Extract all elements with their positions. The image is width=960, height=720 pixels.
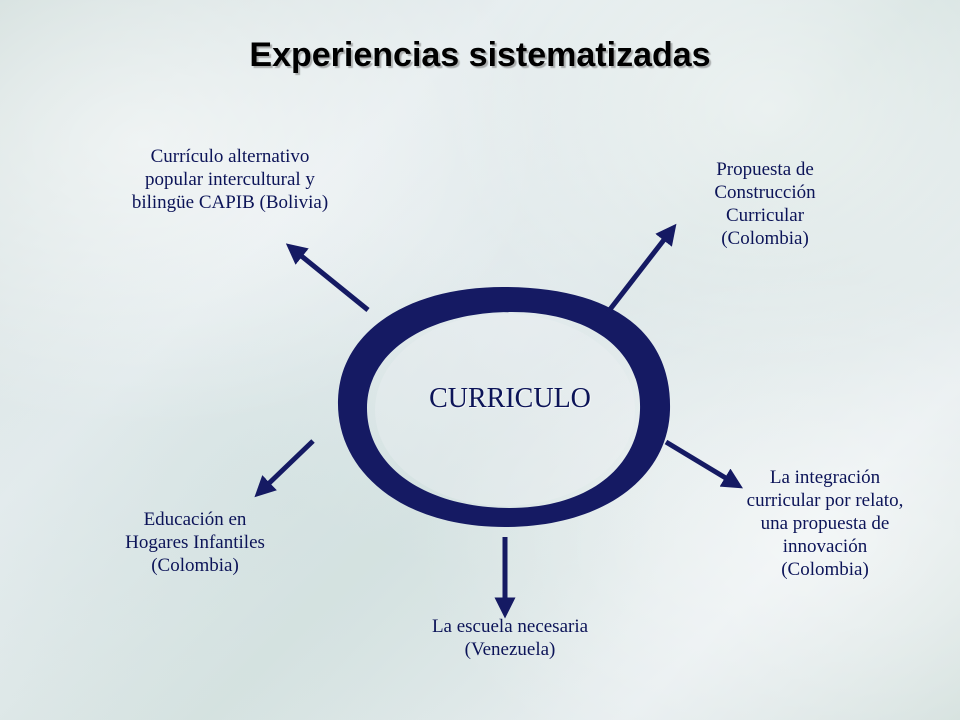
arrow-top-left — [285, 243, 370, 312]
node-top-left: Currículo alternativo popular intercultu… — [95, 145, 365, 214]
node-top-left-line: bilingüe CAPIB (Bolivia) — [131, 192, 329, 213]
node-top-right-line: Curricular — [725, 205, 805, 226]
node-bottom-left-line: Educación en — [143, 509, 247, 530]
arrow-bottom-left — [254, 439, 315, 498]
center-ellipse — [375, 314, 635, 506]
node-bottom-left: Educación en Hogares Infantiles (Colombi… — [95, 508, 295, 577]
node-bottom-center-line: La escuela necesaria — [431, 616, 589, 637]
node-top-right: Propuesta de Construcción Curricular (Co… — [680, 158, 850, 250]
node-bottom-center: La escuela necesaria (Venezuela) — [395, 615, 625, 661]
node-top-right-line: Propuesta de — [716, 159, 814, 180]
page-title: Experiencias sistematizadas — [249, 36, 711, 74]
node-top-left-line: popular intercultural y — [145, 169, 315, 190]
node-top-left-line: Currículo alternativo — [150, 146, 310, 167]
arrow-top-right — [606, 223, 677, 314]
node-bottom-right-line: (Colombia) — [781, 559, 869, 580]
arrow-bottom-right — [664, 439, 743, 489]
node-top-right-line: Construcción — [714, 182, 816, 203]
node-bottom-center-line: (Venezuela) — [464, 639, 556, 660]
node-bottom-right-line: innovación — [782, 536, 868, 557]
node-bottom-right-line: La integración — [769, 467, 881, 488]
node-bottom-left-line: (Colombia) — [151, 555, 239, 576]
node-bottom-left-line: Hogares Infantiles — [125, 532, 265, 553]
node-top-right-line: (Colombia) — [721, 228, 809, 249]
node-bottom-right-line: curricular por relato, — [746, 490, 904, 511]
center-label: CURRICULO — [429, 383, 591, 414]
node-bottom-right-line: una propuesta de — [760, 513, 890, 534]
node-bottom-right: La integración curricular por relato, un… — [710, 466, 940, 581]
